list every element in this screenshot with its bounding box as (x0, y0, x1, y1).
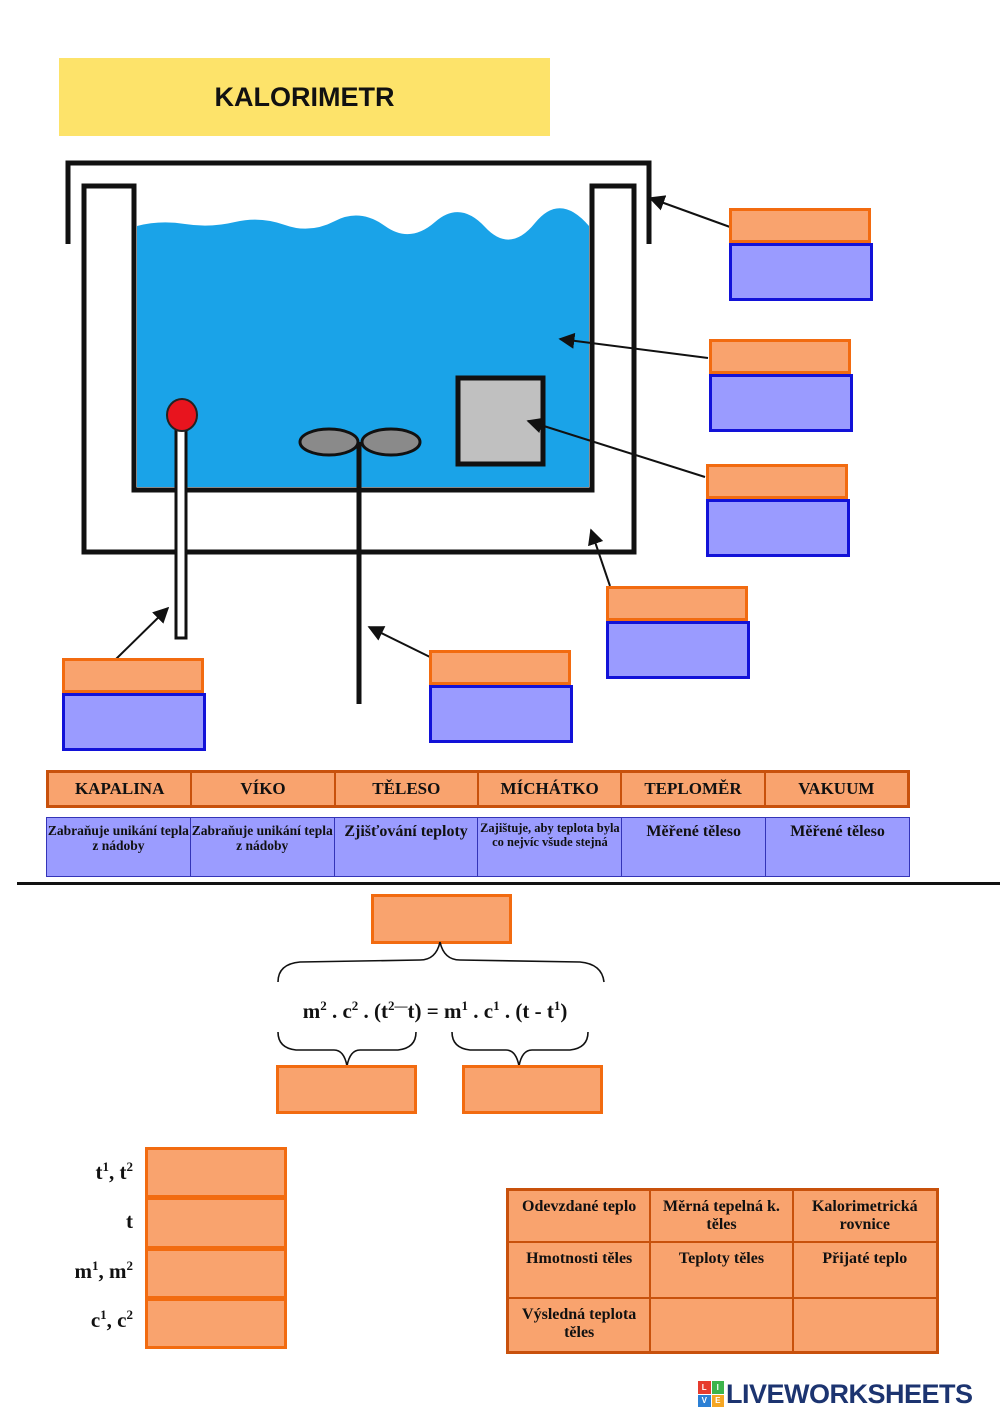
drop-zone-liquid-name[interactable] (709, 339, 851, 374)
thermometer-tube (174, 418, 188, 640)
page-title: KALORIMETR (59, 58, 550, 136)
description-option[interactable]: Zajištuje, aby teplota byla co nejvíc vš… (478, 818, 623, 876)
logo-badge-letter: V (698, 1394, 711, 1407)
answer-options-grid: Odevzdané teplo Měrná tepelná k. těles K… (506, 1188, 939, 1354)
drop-zone-body-description[interactable] (706, 499, 850, 557)
variable-label-m1-m2: m1, m2 (74, 1258, 134, 1283)
variable-label-t: t (126, 1209, 133, 1233)
stirrer-blade-right (360, 427, 422, 457)
word-option[interactable]: TĚLESO (336, 773, 479, 805)
logo-badge-letter: I (711, 1381, 724, 1394)
word-option[interactable]: TEPLOMĚR (622, 773, 766, 805)
bottom-brace-left-shape (277, 1031, 417, 1067)
inner-vessel-shape (131, 186, 595, 493)
description-option[interactable]: Měřené těleso (790, 823, 885, 840)
drop-zone-variable-c1-c2[interactable] (148, 1300, 284, 1346)
description-bank: Zabraňuje unikání tepla z nádoby Zabraňu… (46, 817, 910, 877)
drop-zone-equation-right[interactable] (462, 1065, 603, 1114)
logo-badge-icon: L I V E (698, 1381, 724, 1407)
drop-zone-vacuum-name[interactable] (606, 586, 748, 621)
drop-zone-variable-m1-m2[interactable] (148, 1250, 284, 1301)
section-divider (17, 882, 1000, 885)
arrow-thermometer (114, 606, 170, 661)
variable-drop-column (145, 1147, 287, 1349)
drop-zone-stirrer-description[interactable] (429, 685, 573, 743)
variable-label-c1-c2: c1, c2 (90, 1307, 133, 1332)
answer-empty-cell (794, 1299, 936, 1351)
answer-option[interactable]: Odevzdané teplo (509, 1191, 652, 1243)
variable-label-t1-t2: t1, t2 (95, 1159, 134, 1184)
word-option[interactable]: MÍCHÁTKO (479, 773, 623, 805)
arrow-stirrer (367, 626, 431, 658)
word-bank: KAPALINA VÍKO TĚLESO MÍCHÁTKO TEPLOMĚR V… (46, 770, 910, 808)
calorimeter-diagram (65, 160, 731, 704)
drop-zone-stirrer-name[interactable] (429, 650, 571, 685)
drop-zone-equation-left[interactable] (276, 1065, 417, 1114)
drop-zone-vacuum-description[interactable] (606, 621, 750, 679)
description-option[interactable]: Zjišťování teploty (335, 818, 479, 876)
logo-text: LIVEWORKSHEETS (726, 1378, 973, 1409)
logo-badge-letter: E (711, 1394, 724, 1407)
answer-option[interactable]: Měrná tepelná k. těles (651, 1191, 794, 1243)
drop-zone-variable-t[interactable] (148, 1200, 284, 1251)
drop-zone-equation-name[interactable] (371, 894, 512, 944)
word-option[interactable]: VAKUUM (798, 779, 875, 798)
drop-zone-liquid-description[interactable] (709, 374, 853, 432)
arrow-liquid (558, 332, 709, 359)
thermometer-bulb (166, 398, 198, 432)
drop-zone-variable-t1-t2[interactable] (148, 1150, 284, 1201)
word-option[interactable]: KAPALINA (49, 773, 193, 805)
logo-badge-letter: L (698, 1381, 711, 1394)
arrow-lid (648, 195, 731, 228)
answer-option[interactable]: Hmotnosti těles (509, 1243, 652, 1299)
answer-option[interactable]: Teploty těles (651, 1243, 794, 1299)
drop-zone-body-name[interactable] (706, 464, 848, 499)
arrow-body (526, 417, 706, 478)
drop-zone-lid-name[interactable] (729, 208, 871, 243)
liveworksheets-logo: L I V E LIVEWORKSHEETS (698, 1378, 996, 1410)
drop-zone-thermometer-description[interactable] (62, 693, 206, 751)
top-brace-shape (277, 941, 605, 983)
bottom-brace-right-shape (451, 1031, 589, 1067)
description-option[interactable]: Zabraňuje unikání tepla z nádoby (47, 818, 191, 876)
stirrer-blade-left (298, 427, 360, 457)
drop-zone-thermometer-name[interactable] (62, 658, 204, 693)
answer-option[interactable]: Přijaté teplo (793, 1243, 936, 1299)
answer-option[interactable]: Výsledná teplota těles (509, 1299, 652, 1351)
answer-option[interactable]: Kalorimetrická rovnice (793, 1191, 936, 1243)
answer-empty-cell (651, 1299, 794, 1351)
arrow-vacuum (588, 528, 611, 587)
description-option[interactable]: Zabraňuje unikání tepla z nádoby (191, 818, 335, 876)
drop-zone-lid-description[interactable] (729, 243, 873, 301)
calorimetric-equation: m2 . c2 . (t2—t) = m1 . c1 . (t - t1) (302, 998, 568, 1023)
description-option[interactable]: Měřené těleso (622, 818, 767, 876)
word-option[interactable]: VÍKO (192, 773, 336, 805)
